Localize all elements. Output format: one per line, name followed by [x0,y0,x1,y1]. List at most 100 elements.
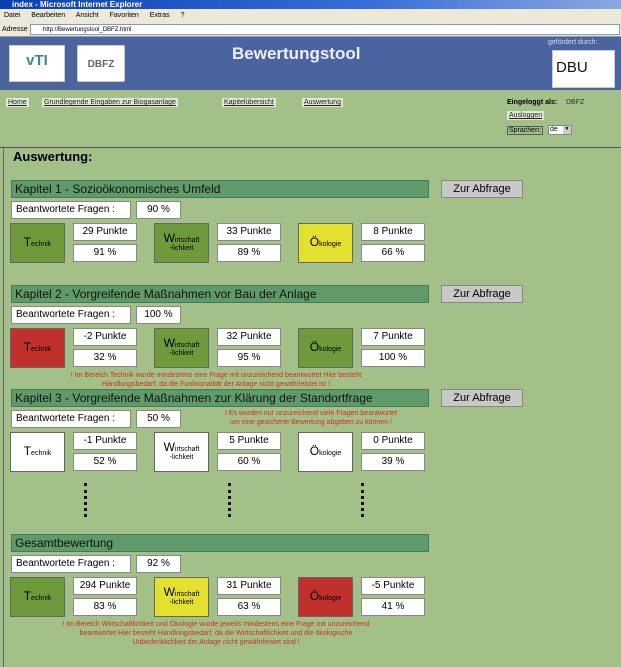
percent-value: 89 % [217,244,281,262]
section-warning: ! Im Bereich Technik wurde mindestens ei… [11,371,421,389]
category-initial: T [23,339,32,354]
category-initial: Ö [309,588,320,603]
points-value: 5 Punkte [217,432,281,450]
percent-value: 91 % [73,244,137,262]
nav-kapiteluebersicht[interactable]: Kapitelübersicht [222,98,276,107]
dropdown-arrow-icon[interactable]: ▼ [563,126,571,134]
category-initial: Ö [309,234,320,249]
category-initial: T [23,234,32,249]
main-content: Auswertung: Kapitel 1 - Sozioökonomische… [3,148,617,667]
menu-extras[interactable]: Extras [149,12,170,19]
percent-value: 39 % [361,453,425,471]
category-name: kologie [319,240,342,248]
site-header: vTI DBFZ Bewertungstool gefördert durch:… [0,37,621,90]
category-technik: Technik [10,223,65,263]
category-technik: Technik [10,432,65,472]
points-value: 0 Punkte [361,432,425,450]
category-name-line2: -lichkeit [169,598,194,606]
continuation-dots-icon [361,483,364,517]
answered-value: 90 % [136,201,181,219]
menu-datei[interactable]: Datei [4,12,21,19]
menu-favoriten[interactable]: Favoriten [109,12,139,19]
percent-value: 60 % [217,453,281,471]
category-name: kologie [319,594,342,602]
answered-label: Beantwortete Fragen : [11,201,131,219]
dbu-logo: DBU [552,50,615,88]
sponsor-label: gefördert durch: [548,39,598,46]
percent-value: 100 % [361,349,425,367]
category-name: echnik [31,345,52,353]
category-name: echnik [31,240,52,248]
category-name-line2: -lichkeit [169,453,194,461]
percent-value: 95 % [217,349,281,367]
category-technik: Technik [10,577,65,617]
category-oekologie: Ökologie [298,223,353,263]
category-oekologie: Ökologie [298,577,353,617]
points-value: 8 Punkte [361,223,425,241]
answered-value: 100 % [136,306,181,324]
language-value: de [550,126,558,133]
category-initial: W [163,230,175,245]
category-name: echnik [31,449,52,457]
category-oekologie: Ökologie [298,328,353,368]
language-select[interactable]: de ▼ [548,125,572,135]
answered-label: Beantwortete Fragen : [11,410,131,428]
nav-home[interactable]: Home [6,98,29,107]
nav-grundlegende-eingaben[interactable]: Grundlegende Eingaben zur Biogasanlage [42,98,178,107]
language-label: Sprachen: [507,126,543,135]
logout-button[interactable]: Ausloggen [507,111,545,120]
app-title: Bewertungstool [232,44,361,63]
answered-warning: ! Es wurden nur unzureichend viele Frage… [186,409,436,427]
category-oekologie: Ökologie [298,432,353,472]
warning-line: um eine gesicherte Bewertung abgeben zu … [230,419,392,426]
menu-help[interactable]: ? [180,12,185,19]
zur-abfrage-button[interactable]: Zur Abfrage [441,285,523,303]
category-name: irtschaft [174,445,200,453]
section-header: Gesamtbewertung [11,534,429,552]
category-wirtschaft: Wirtschaft-lichkeit [154,432,209,472]
points-value: -5 Punkte [361,577,425,595]
category-name-line2: -lichkeit [169,244,194,252]
section-header: Kapitel 2 - Vorgreifende Maßnahmen vor B… [11,285,429,303]
zur-abfrage-button[interactable]: Zur Abfrage [441,180,523,198]
address-label: Adresse [2,26,28,33]
menu-ansicht[interactable]: Ansicht [75,12,99,19]
category-initial: Ö [309,339,320,354]
percent-value: 83 % [73,598,137,616]
dbfz-logo: DBFZ [77,45,125,82]
percent-value: 32 % [73,349,137,367]
category-initial: Ö [309,443,320,458]
nav-auswertung[interactable]: Auswertung [302,98,343,107]
warning-line: Unbedenklichkeit der Anlage nicht gewähr… [132,639,300,646]
logged-in-label: Eingeloggt als: [507,99,558,106]
address-input[interactable]: http://Bewertungstool_DBFZ.html [30,24,620,35]
percent-value: 66 % [361,244,425,262]
menu-bearbeiten[interactable]: Bearbeiten [31,12,66,19]
category-name: irtschaft [174,341,200,349]
category-initial: W [163,584,175,599]
menu-bar: Datei Bearbeiten Ansicht Favoriten Extra… [0,9,621,22]
category-name: irtschaft [174,236,200,244]
continuation-dots-icon [84,483,87,517]
category-name: irtschaft [174,590,200,598]
category-initial: W [163,335,175,350]
section-warning: ! Im Bereich Wirtschaftlichkeit und Ökol… [11,620,421,647]
category-name: echnik [31,594,52,602]
category-initial: W [163,439,175,454]
nav-bar: Home Grundlegende Eingaben zur Biogasanl… [0,90,621,148]
zur-abfrage-button[interactable]: Zur Abfrage [441,389,523,407]
logged-in-user: DBFZ [566,99,585,106]
category-name: kologie [319,345,342,353]
category-initial: T [23,588,32,603]
points-value: 29 Punkte [73,223,137,241]
address-bar: Adresse http://Bewertungstool_DBFZ.html [0,22,621,37]
points-value: -1 Punkte [73,432,137,450]
warning-line: ! Im Bereich Technik wurde mindestens ei… [70,372,362,379]
section-header: Kapitel 3 - Vorgreifende Maßnahmen zur K… [11,389,429,407]
vti-logo: vTI [9,45,65,82]
continuation-dots-icon [228,483,231,517]
window-title: index - Microsoft Internet Explorer [0,0,621,9]
category-name-line2: -lichkeit [169,349,194,357]
points-value: 33 Punkte [217,223,281,241]
answered-value: 50 % [136,410,181,428]
